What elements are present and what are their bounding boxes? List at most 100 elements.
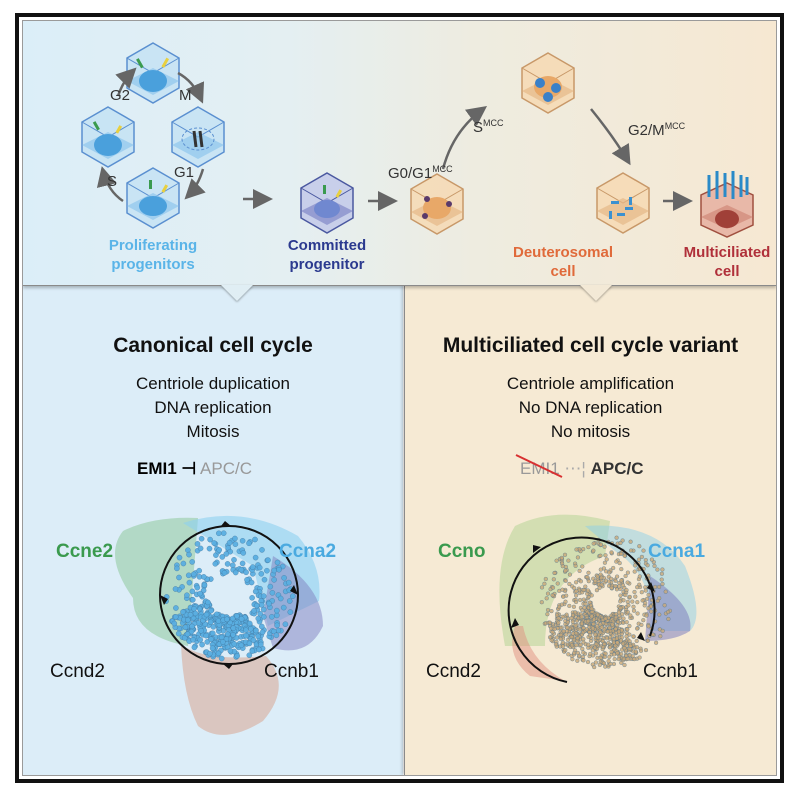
- scatter-point: [625, 580, 630, 585]
- scatter-point: [203, 632, 209, 639]
- scatter-point: [607, 625, 612, 630]
- scatter-point: [211, 540, 217, 546]
- scatter-point: [633, 649, 638, 654]
- scatter-point: [249, 564, 256, 570]
- scatter-point: [598, 655, 603, 660]
- scatter-point: [586, 619, 591, 624]
- scatter-point: [645, 638, 650, 643]
- scatter-point: [660, 567, 665, 572]
- scatter-point: [551, 577, 556, 582]
- scatter-point: [261, 576, 268, 583]
- scatter-point: [185, 617, 191, 623]
- scatter-point: [287, 609, 294, 615]
- scatter-point: [625, 599, 630, 604]
- feature-item: Mitosis: [186, 422, 240, 441]
- scatter-point: [614, 559, 619, 564]
- scatter-point: [258, 602, 265, 608]
- scatter-point: [625, 610, 630, 615]
- scatter-point: [258, 641, 264, 648]
- scatter-point: [582, 605, 587, 610]
- scatter-point: [592, 645, 597, 650]
- scatter-point: [658, 634, 663, 639]
- scatter-point: [577, 627, 582, 632]
- scatter-point: [577, 568, 582, 573]
- scatter-point: [602, 560, 607, 565]
- scatter-point: [626, 603, 631, 608]
- scatter-point: [201, 574, 207, 580]
- scatter-point: [593, 660, 598, 665]
- scatter-point: [549, 626, 554, 631]
- scatter-point: [614, 535, 619, 540]
- scatter-point: [578, 579, 583, 584]
- scatter-point: [197, 637, 203, 643]
- scatter-point: [570, 613, 576, 618]
- scatter-point: [256, 564, 263, 571]
- scatter-point: [591, 548, 596, 553]
- scatter-point: [619, 567, 624, 572]
- scatter-point: [616, 629, 621, 634]
- scatter-point: [543, 576, 548, 582]
- scatter-point: [182, 624, 189, 631]
- scatter-point: [246, 620, 253, 627]
- scatter-point: [207, 619, 214, 625]
- scatter-point: [201, 582, 208, 588]
- cell-scatter-points: [163, 530, 296, 662]
- scatter-point: [618, 599, 623, 604]
- scatter-point: [240, 550, 247, 556]
- scatter-point: [249, 595, 255, 601]
- scatter-point: [591, 541, 596, 546]
- scatter-point: [277, 595, 284, 602]
- scatter-point: [249, 648, 256, 654]
- scatter-point: [539, 585, 545, 590]
- scatter-point: [239, 538, 246, 544]
- scatter-point: [573, 563, 578, 568]
- scatter-point: [622, 646, 627, 651]
- scatter-point: [597, 585, 602, 590]
- regulator-emi1-crossed: EMI1: [515, 454, 563, 478]
- scatter-point: [593, 632, 598, 637]
- scatter-point: [580, 646, 585, 651]
- scatter-point: [232, 569, 239, 576]
- scatter-point: [234, 653, 240, 659]
- scatter-point: [643, 648, 649, 653]
- scatter-point: [666, 616, 671, 622]
- scatter-point: [593, 651, 598, 656]
- scatter-point: [581, 650, 586, 655]
- scatter-point: [578, 597, 583, 603]
- scatter-point: [231, 557, 237, 563]
- scatter-point: [246, 652, 253, 658]
- scatter-point: [180, 560, 187, 567]
- scatter-point: [596, 635, 601, 640]
- scatter-point: [602, 654, 607, 659]
- scatter-point: [590, 626, 595, 631]
- scatter-point: [274, 612, 280, 619]
- canonical-cycle-panel: Canonical cell cycle Centriole duplicati…: [23, 286, 403, 775]
- scatter-point: [659, 571, 664, 576]
- cell-deuterosomal-s: [521, 52, 575, 114]
- scatter-point: [250, 637, 257, 643]
- target-apcc: APC/C: [590, 459, 644, 478]
- scatter-point: [624, 620, 629, 625]
- scatter-point: [189, 559, 195, 565]
- scatter-point: [224, 561, 231, 567]
- scatter-point: [267, 583, 274, 590]
- scatter-point: [191, 606, 197, 612]
- scatter-point: [581, 625, 586, 631]
- cell-lineage-banner: G2 M G1 S G0/G1MCC SMCC G2/MMCC Prolifer…: [23, 21, 776, 286]
- scatter-point: [635, 585, 640, 590]
- feature-item: No DNA replication: [518, 398, 663, 417]
- scatter-point: [649, 609, 654, 614]
- scatter-point: [556, 620, 561, 625]
- scatter-point: [619, 578, 624, 583]
- scatter-point: [264, 567, 270, 574]
- scatter-point: [585, 588, 591, 593]
- scatter-point: [271, 628, 277, 635]
- scatter-point: [643, 600, 648, 606]
- scatter-point: [627, 594, 632, 599]
- scatter-point: [180, 609, 186, 615]
- scatter-point: [238, 566, 245, 573]
- scatter-point: [610, 622, 615, 627]
- cell-scatter-points: [539, 535, 672, 670]
- scatter-point: [569, 635, 574, 640]
- scatter-point: [172, 586, 179, 592]
